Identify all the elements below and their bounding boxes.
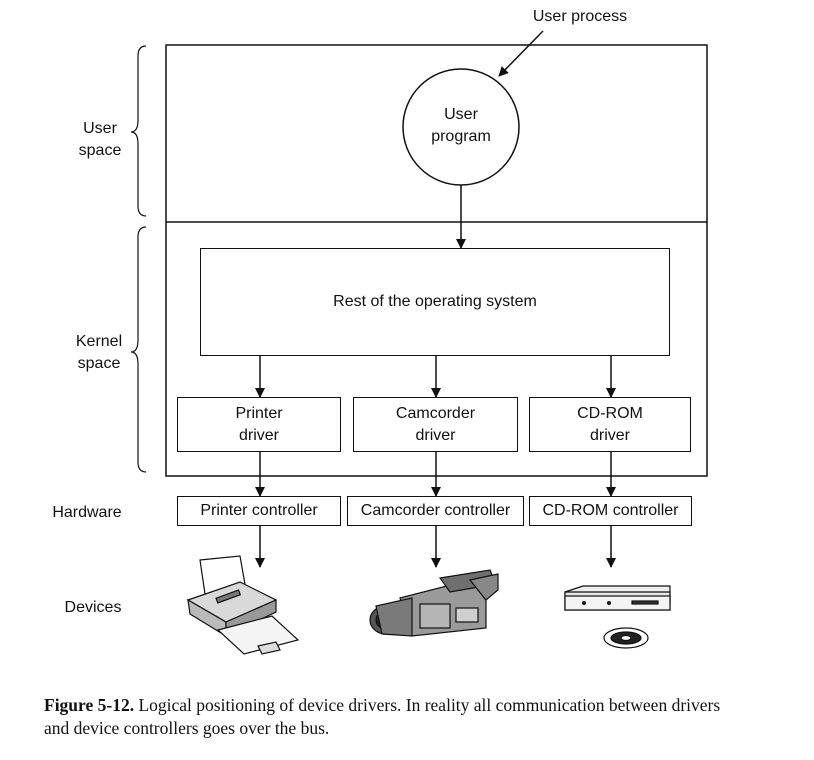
user-process-label: User process [532, 8, 628, 25]
printer-icon [186, 555, 300, 655]
camcorder-driver-box: Camcorder driver [353, 397, 518, 452]
printer-controller-label: Printer controller [200, 502, 318, 519]
printer-controller-box: Printer controller [177, 496, 341, 526]
camcorder-icon [369, 569, 499, 637]
cdrom-driver-box: CD-ROM driver [529, 397, 691, 452]
figure-caption-text: Logical positioning of device drivers. I… [44, 695, 721, 738]
printer-driver-label: Printer driver [235, 404, 283, 444]
camcorder-controller-label: Camcorder controller [360, 502, 511, 519]
figure-caption: Figure 5-12. Logical positioning of devi… [44, 694, 744, 740]
cdrom-controller-box: CD-ROM controller [529, 496, 692, 526]
user-process-arrow [498, 30, 544, 77]
cdrom-controller-label: CD-ROM controller [542, 502, 679, 519]
kernel-space-label: Kernel space [75, 333, 123, 372]
user-program-label: User program [431, 106, 491, 145]
cdrom-driver-label: CD-ROM driver [577, 404, 643, 444]
printer-driver-box: Printer driver [177, 397, 341, 452]
camcorder-driver-label: Camcorder driver [395, 404, 476, 444]
devices-label: Devices [64, 599, 122, 616]
os-label: Rest of the operating system [333, 293, 537, 310]
kernel-space-brace [130, 226, 147, 473]
os-box: Rest of the operating system [200, 248, 670, 356]
cdrom-drive-icon [564, 585, 671, 649]
user-space-label: User space [78, 120, 122, 159]
user-space-brace [130, 45, 147, 217]
hardware-label: Hardware [52, 504, 122, 521]
figure-number: Figure 5-12. [44, 695, 135, 715]
camcorder-controller-box: Camcorder controller [347, 496, 524, 526]
